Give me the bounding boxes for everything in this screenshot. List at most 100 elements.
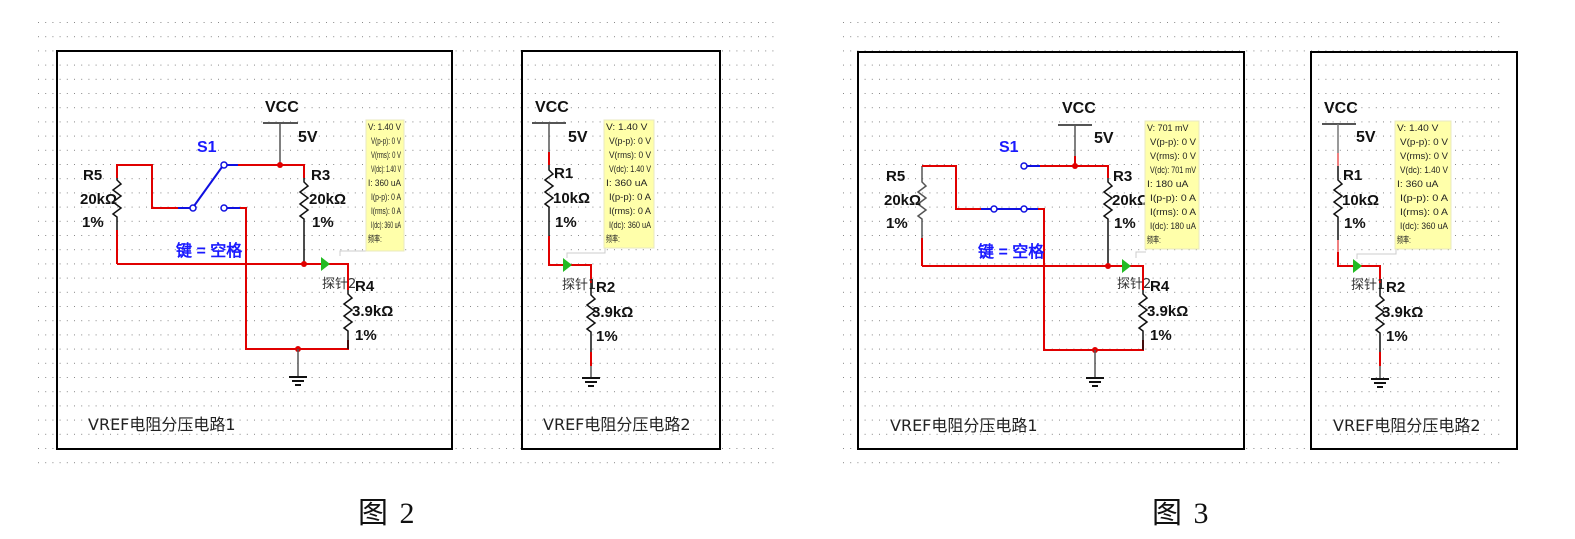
probe-readout-line: I(dc): 180 uA: [1150, 221, 1196, 231]
probe-readout: V: 1.40 VV(p-p): 0 VV(rms): 0 VV(dc): 1.…: [339, 119, 405, 256]
resistor-r4: [1137, 290, 1149, 350]
probe-readout-line: I: 360 uA: [606, 178, 647, 188]
probe-readout-line: V(p-p): 0 V: [1400, 137, 1448, 147]
probe-icon[interactable]: [321, 257, 330, 271]
vcc-label: VCC: [265, 99, 299, 116]
wire: [1040, 165, 1109, 178]
probe-readout-line: V(p-p): 0 V: [1150, 137, 1196, 147]
probe-readout-line: V: 1.40 V: [1397, 123, 1438, 133]
r4-tolerance: 1%: [355, 327, 377, 344]
probe-readout-line: I: 360 uA: [368, 178, 401, 188]
switch-key-label: 键 = 空格: [175, 241, 243, 260]
switch-contact: [189, 204, 197, 212]
resistor-r5: [111, 178, 123, 262]
switch-blade[interactable]: [193, 166, 223, 207]
switch-key-label: 键 = 空格: [977, 242, 1045, 261]
probe-label: 探针1: [562, 278, 596, 293]
r1-name: R1: [554, 165, 573, 182]
r2-value: 3.9kΩ: [1382, 304, 1423, 321]
wire: [548, 236, 592, 283]
vcc-label: VCC: [1324, 100, 1358, 117]
switch-contact: [220, 161, 228, 169]
junction-dot: [277, 162, 283, 168]
figure-caption: 图 2: [358, 497, 417, 530]
ground-icon: [1371, 378, 1389, 388]
r3-value: 20kΩ: [1112, 192, 1149, 209]
probe-readout-line: V: 1.40 V: [606, 122, 647, 132]
wire: [116, 164, 178, 209]
probe-readout-line: V(p-p): 0 V: [371, 136, 401, 146]
switch-contact: [220, 204, 228, 212]
circuit2-title: VREF电阻分压电路2: [1333, 416, 1481, 435]
vcc-value: 5V: [1094, 130, 1114, 147]
vcc-value: 5V: [1356, 129, 1376, 146]
probe-readout-line: V(dc): 1.40 V: [609, 164, 651, 174]
r2-name: R2: [1386, 279, 1405, 296]
r2-name: R2: [596, 279, 615, 296]
probe-readout-line: V(dc): 1.40 V: [1400, 165, 1448, 175]
probe-icon[interactable]: [1122, 259, 1131, 273]
probe-readout-line: I(rms): 0 A: [1150, 207, 1196, 217]
wire: [922, 165, 981, 210]
r4-tolerance: 1%: [1150, 327, 1172, 344]
junction-dot: [301, 261, 307, 267]
junction-dot: [1072, 163, 1078, 169]
r5-tolerance: 1%: [886, 215, 908, 232]
r4-name: R4: [1150, 278, 1170, 295]
resistor-r5: [916, 178, 928, 238]
probe-readout-line: V(rms): 0 V: [1400, 151, 1448, 161]
probe-readout-line: I(rms): 0 A: [1400, 207, 1448, 217]
r3-tolerance: 1%: [1114, 215, 1136, 232]
probe-readout-line: I(rms): 0 A: [609, 206, 651, 216]
switch-label: S1: [999, 139, 1019, 156]
figure-2: VCC 5V S1 键 = 空格 R5 20kΩ 1%: [38, 22, 774, 530]
switch-contact: [1020, 162, 1028, 170]
circuit1-title: VREF电阻分压电路1: [890, 416, 1038, 435]
r3-name: R3: [1113, 168, 1132, 185]
figure-3: VCC 5V S1 键 = 空格 R5 20kΩ 1%: [800, 0, 1575, 539]
probe-label: 探针1: [1351, 278, 1385, 293]
circuit2: VCC 5V R1 10kΩ 1% 探针1 R2 3.9kΩ 1%: [532, 99, 691, 434]
resistor-r2: [585, 283, 597, 352]
resistor-r3: [1102, 178, 1114, 266]
r3-tolerance: 1%: [312, 214, 334, 231]
probe-readout-line: V: 701 mV: [1147, 123, 1188, 133]
dot-grid: [843, 22, 1500, 464]
circuit1-title: VREF电阻分压电路1: [88, 415, 236, 434]
r4-value: 3.9kΩ: [1147, 303, 1188, 320]
switch-contact: [990, 205, 998, 213]
probe-readout-line: I(p-p): 0 A: [609, 192, 651, 202]
probe-readout-line: V(rms): 0 V: [371, 150, 401, 160]
probe-readout-line: V(p-p): 0 V: [609, 136, 651, 146]
wire: [117, 263, 349, 290]
probe-readout: V: 701 mVV(p-p): 0 VV(rms): 0 VV(dc): 70…: [1135, 120, 1200, 258]
circuit1: VCC 5V S1 键 = 空格 R5 20kΩ 1%: [80, 99, 405, 434]
r3-value: 20kΩ: [309, 191, 346, 208]
probe-readout: V: 1.40 VV(p-p): 0 VV(rms): 0 VV(dc): 1.…: [566, 119, 655, 258]
probe-icon[interactable]: [563, 258, 572, 272]
r3-name: R3: [311, 167, 330, 184]
wire: [922, 265, 1144, 290]
r5-name: R5: [886, 168, 905, 185]
probe-readout-line: I(dc): 360 uA: [1400, 221, 1448, 231]
r5-value: 20kΩ: [884, 192, 921, 209]
circuit2-frame: [1310, 51, 1518, 450]
probe-readout-line: I: 180 uA: [1147, 179, 1188, 189]
circuit2-title: VREF电阻分压电路2: [543, 415, 691, 434]
r5-tolerance: 1%: [82, 214, 104, 231]
probe-icon[interactable]: [1353, 259, 1362, 273]
ground-icon: [289, 376, 307, 386]
r2-value: 3.9kΩ: [592, 304, 633, 321]
probe-readout-line: V(rms): 0 V: [1150, 151, 1196, 161]
switch-contact: [1020, 205, 1028, 213]
probe-readout-line: I(p-p): 0 A: [1400, 193, 1448, 203]
resistor-r1: [1332, 166, 1344, 240]
resistor-r1: [543, 165, 555, 236]
junction-dot: [1105, 263, 1111, 269]
ground-icon: [1086, 377, 1104, 387]
r4-value: 3.9kΩ: [352, 303, 393, 320]
circuit2: VCC 5V R1 10kΩ 1% 探针1 R2 3.9kΩ 1%: [1322, 100, 1481, 435]
vcc-label: VCC: [1062, 100, 1096, 117]
vcc-value: 5V: [298, 129, 318, 146]
schematic-canvas: VCC 5V S1 键 = 空格 R5 20kΩ 1%: [843, 22, 1518, 464]
